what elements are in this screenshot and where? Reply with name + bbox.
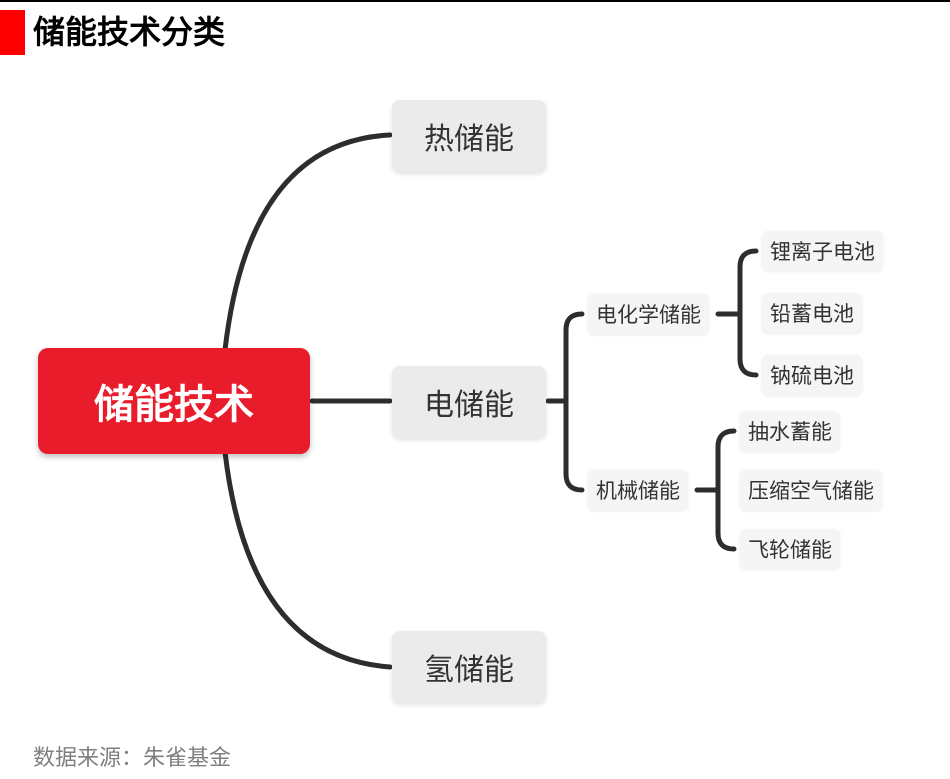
page-title: 储能技术分类 xyxy=(33,13,226,51)
connector-root-thermal xyxy=(222,132,393,353)
pumped-hydro-node: 抽水蓄能 xyxy=(740,411,840,451)
electrochemical-storage-node: 电化学储能 xyxy=(588,294,709,334)
compressed-air-node: 压缩空气储能 xyxy=(740,470,882,510)
connector-electrochem-branch xyxy=(715,248,759,378)
electric-storage-node: 电储能 xyxy=(392,366,546,438)
hydrogen-storage-node: 氢储能 xyxy=(392,631,546,703)
title-accent-bar xyxy=(0,10,25,55)
flywheel-node: 飞轮储能 xyxy=(740,529,840,569)
root-node: 储能技术 xyxy=(38,348,310,454)
sodium-sulfur-battery-node: 钠硫电池 xyxy=(762,355,862,395)
connector-mechanical-branch xyxy=(694,428,737,552)
connector-root-hydrogen xyxy=(222,449,393,670)
lithium-ion-battery-node: 锂离子电池 xyxy=(762,231,883,271)
top-border xyxy=(0,0,950,2)
data-source: 数据来源：朱雀基金 xyxy=(33,746,232,771)
lead-acid-battery-node: 铅蓄电池 xyxy=(762,293,862,333)
mechanical-storage-node: 机械储能 xyxy=(588,470,688,510)
thermal-storage-node: 热储能 xyxy=(392,100,546,172)
